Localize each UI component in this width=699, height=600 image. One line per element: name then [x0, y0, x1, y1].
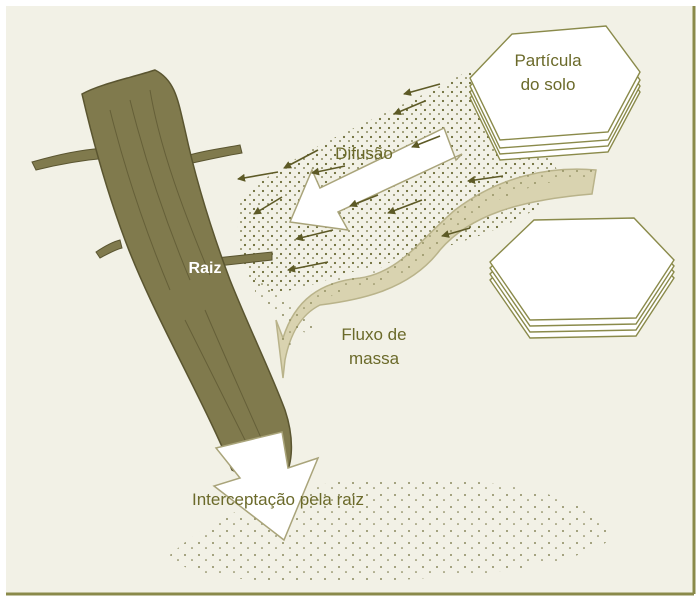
- label-mass-flow-line1: Fluxo de: [341, 325, 406, 344]
- label-interception: Interceptação pela raiz: [192, 490, 364, 509]
- label-root: Raiz: [189, 260, 222, 277]
- soil-particle-bottom: [490, 218, 674, 338]
- label-particle-line2: do solo: [521, 75, 576, 94]
- label-mass-flow-line2: massa: [349, 349, 400, 368]
- label-particle-line1: Partícula: [514, 51, 582, 70]
- label-diffusion: Difusão: [335, 144, 393, 163]
